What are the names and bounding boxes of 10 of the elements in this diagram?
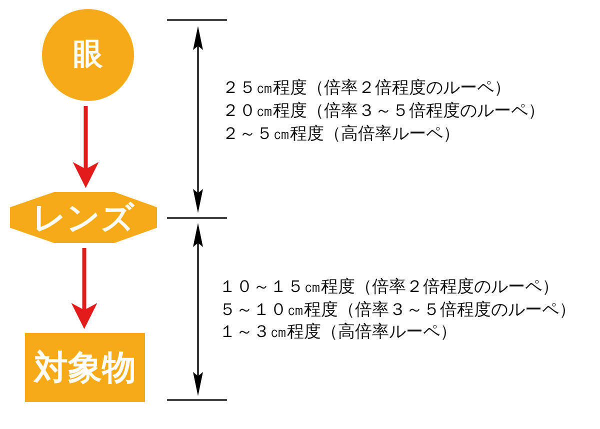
distance-note: １～３㎝程度（高倍率ルーペ） (219, 321, 457, 343)
distance-note: ２～５㎝程度（高倍率ルーペ） (222, 123, 460, 145)
distance-note: １０～１５㎝程度（倍率２倍程度のルーペ） (219, 276, 559, 298)
arrow (71, 248, 98, 329)
arrow (72, 106, 99, 188)
rectangle-node: 対象物 (25, 333, 145, 402)
circle-node: 眼 (42, 9, 134, 101)
distance-note: ２０㎝程度（倍率３～５倍程度のルーペ） (222, 100, 545, 122)
distance-note: ２５㎝程度（倍率２倍程度のルーペ） (222, 77, 511, 99)
distance-note: ５～１０㎝程度（倍率３～５倍程度のルーペ） (219, 299, 576, 321)
